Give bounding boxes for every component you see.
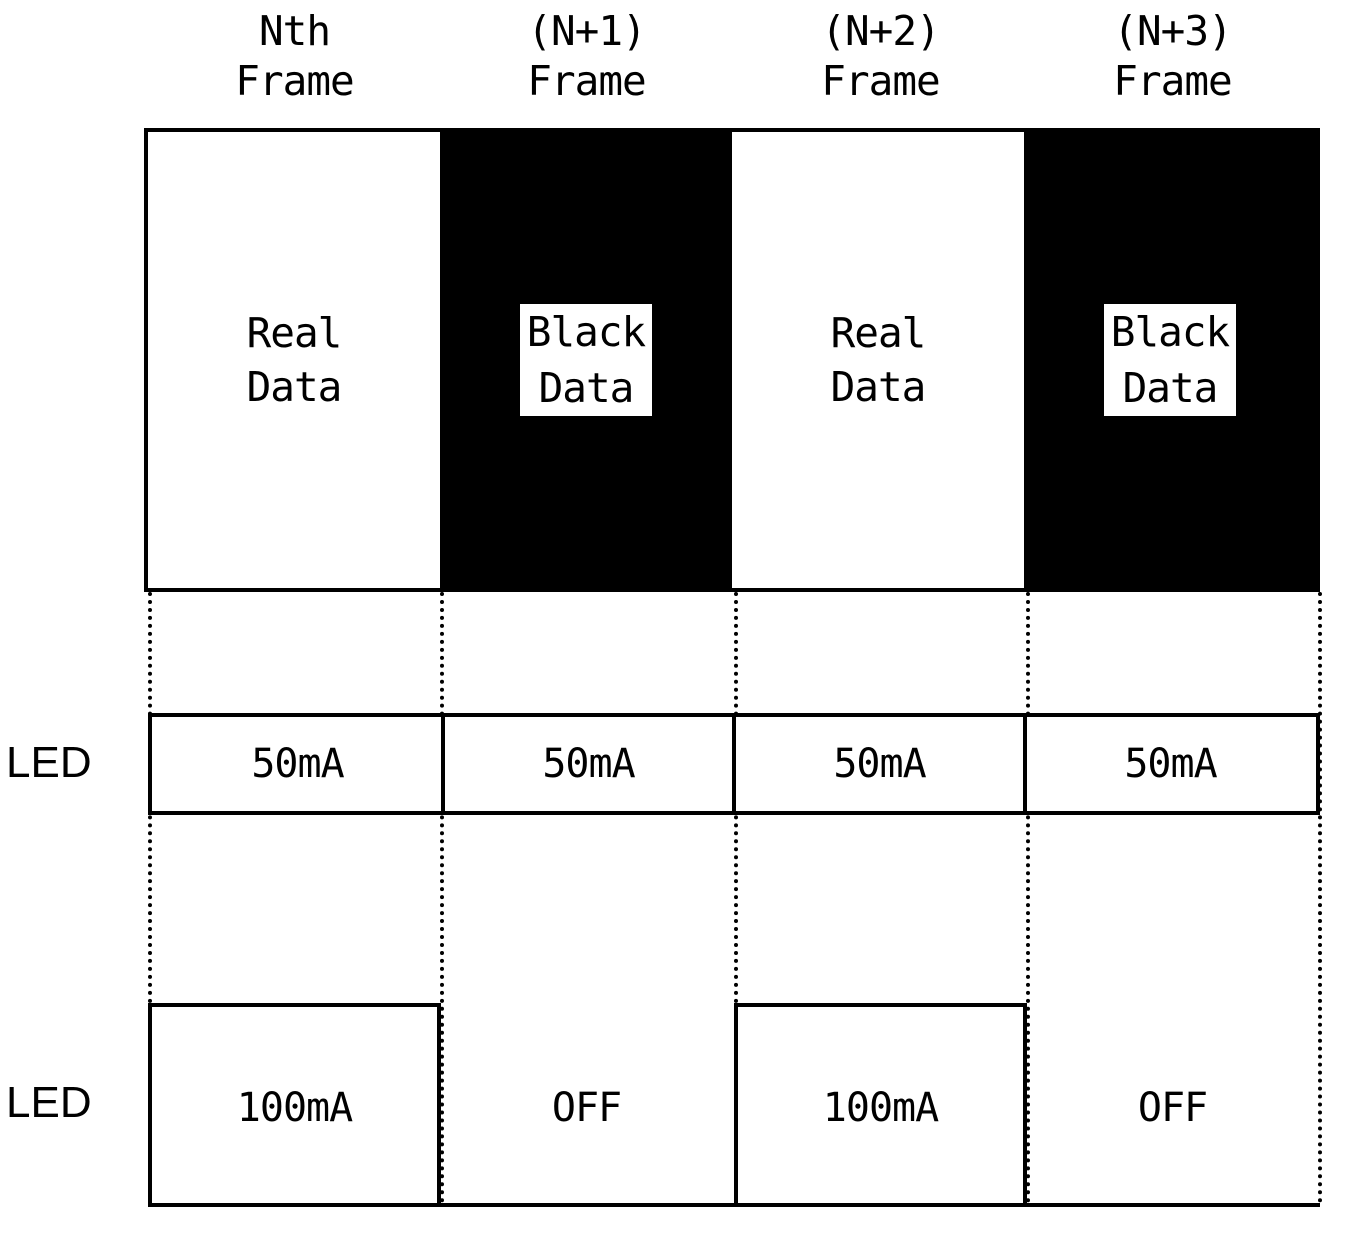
led-continuous-value-nth: 50mA (152, 717, 443, 811)
led-pulsed-value-n3: OFF (1026, 1085, 1319, 1131)
frame-panel-n1: Black Data (440, 132, 732, 588)
frame-panel-strip: Real Data Black Data Real Data Black Dat… (144, 128, 1320, 592)
frame-panel-label-line1: Real (247, 306, 342, 360)
frame-panel-label-line1: Black (523, 304, 649, 360)
led-continuous-value-n1: 50mA (443, 717, 734, 811)
frame-panel-label-n3: Black Data (1104, 304, 1236, 416)
column-header-n3: (N+3) Frame (1026, 6, 1319, 106)
frame-panel-label-n1: Black Data (520, 304, 652, 416)
led-continuous-waveform-row: 50mA 50mA 50mA 50mA (148, 713, 1320, 815)
frame-panel-label-nth: Real Data (247, 306, 342, 414)
column-header-n1: (N+1) Frame (440, 6, 733, 106)
frame-panel-label-line2: Data (535, 360, 638, 416)
frame-panel-n3: Black Data (1024, 132, 1316, 588)
frame-panel-label-line1: Black (1107, 304, 1233, 360)
led-pulsed-value-nth: 100mA (148, 1085, 441, 1131)
led-continuous-value-n3: 50mA (1025, 717, 1316, 811)
frame-panel-label-line1: Real (831, 306, 926, 360)
frame-panel-label-line2: Data (831, 360, 926, 414)
led-pulsed-value-n1: OFF (440, 1085, 733, 1131)
led-pulsed-value-n2: 100mA (734, 1085, 1027, 1131)
column-header-n2: (N+2) Frame (734, 6, 1027, 106)
row-label-led-continuous: LED (6, 738, 136, 788)
frame-panel-n2: Real Data (732, 132, 1024, 588)
frame-panel-label-n2: Real Data (831, 306, 926, 414)
frame-panel-label-line2: Data (247, 360, 342, 414)
led-pulsed-waveform-row: 100mA OFF 100mA OFF (0, 960, 1346, 1234)
column-header-nth: Nth Frame (148, 6, 441, 106)
frame-panel-nth: Real Data (148, 132, 440, 588)
frame-panel-label-line2: Data (1119, 360, 1222, 416)
led-continuous-value-n2: 50mA (734, 717, 1025, 811)
